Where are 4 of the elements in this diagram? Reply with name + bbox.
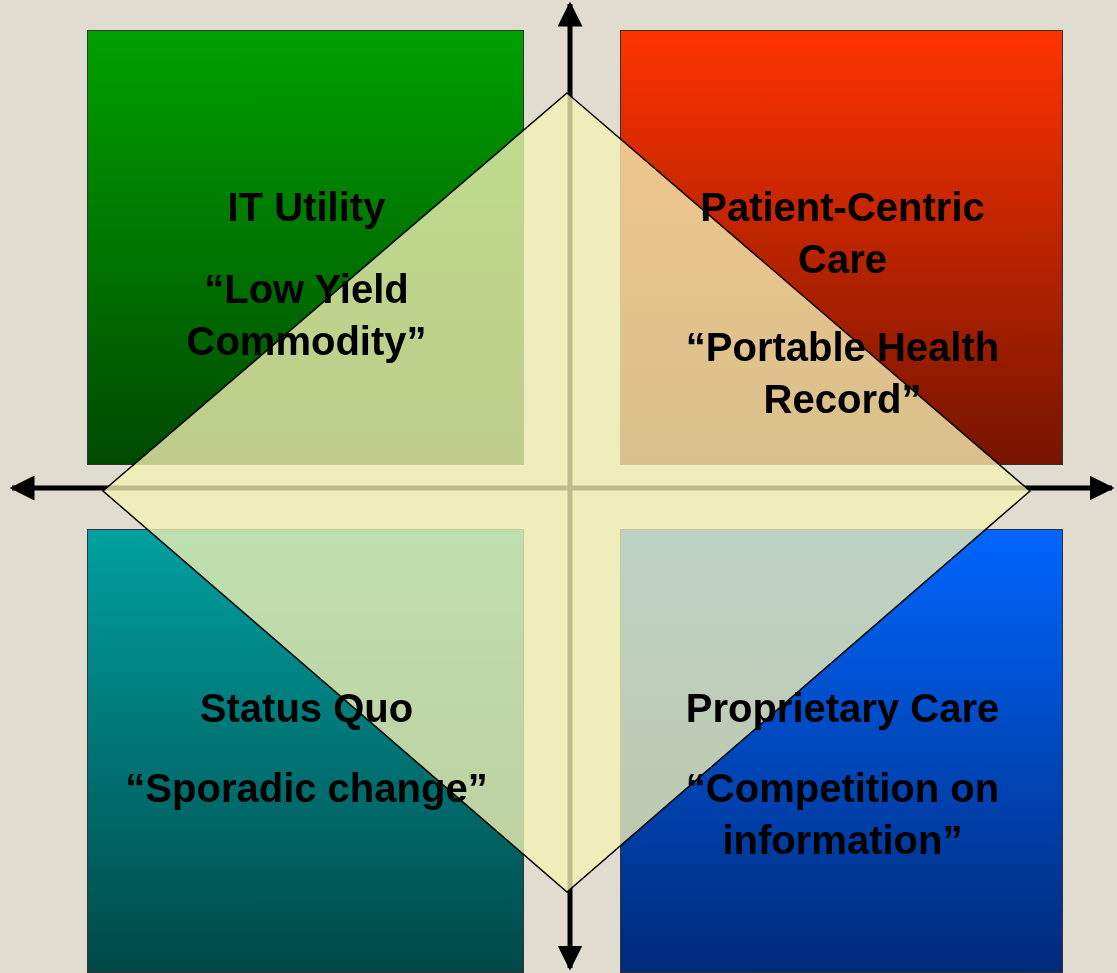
quadrant-subtitle: “Competition on information” [684, 765, 1001, 864]
quadrant-title: Patient-Centric Care [699, 184, 986, 283]
quadrant-title: IT Utility [226, 184, 387, 231]
quadrant-subtitle: “Portable Health Record” [684, 324, 1001, 423]
